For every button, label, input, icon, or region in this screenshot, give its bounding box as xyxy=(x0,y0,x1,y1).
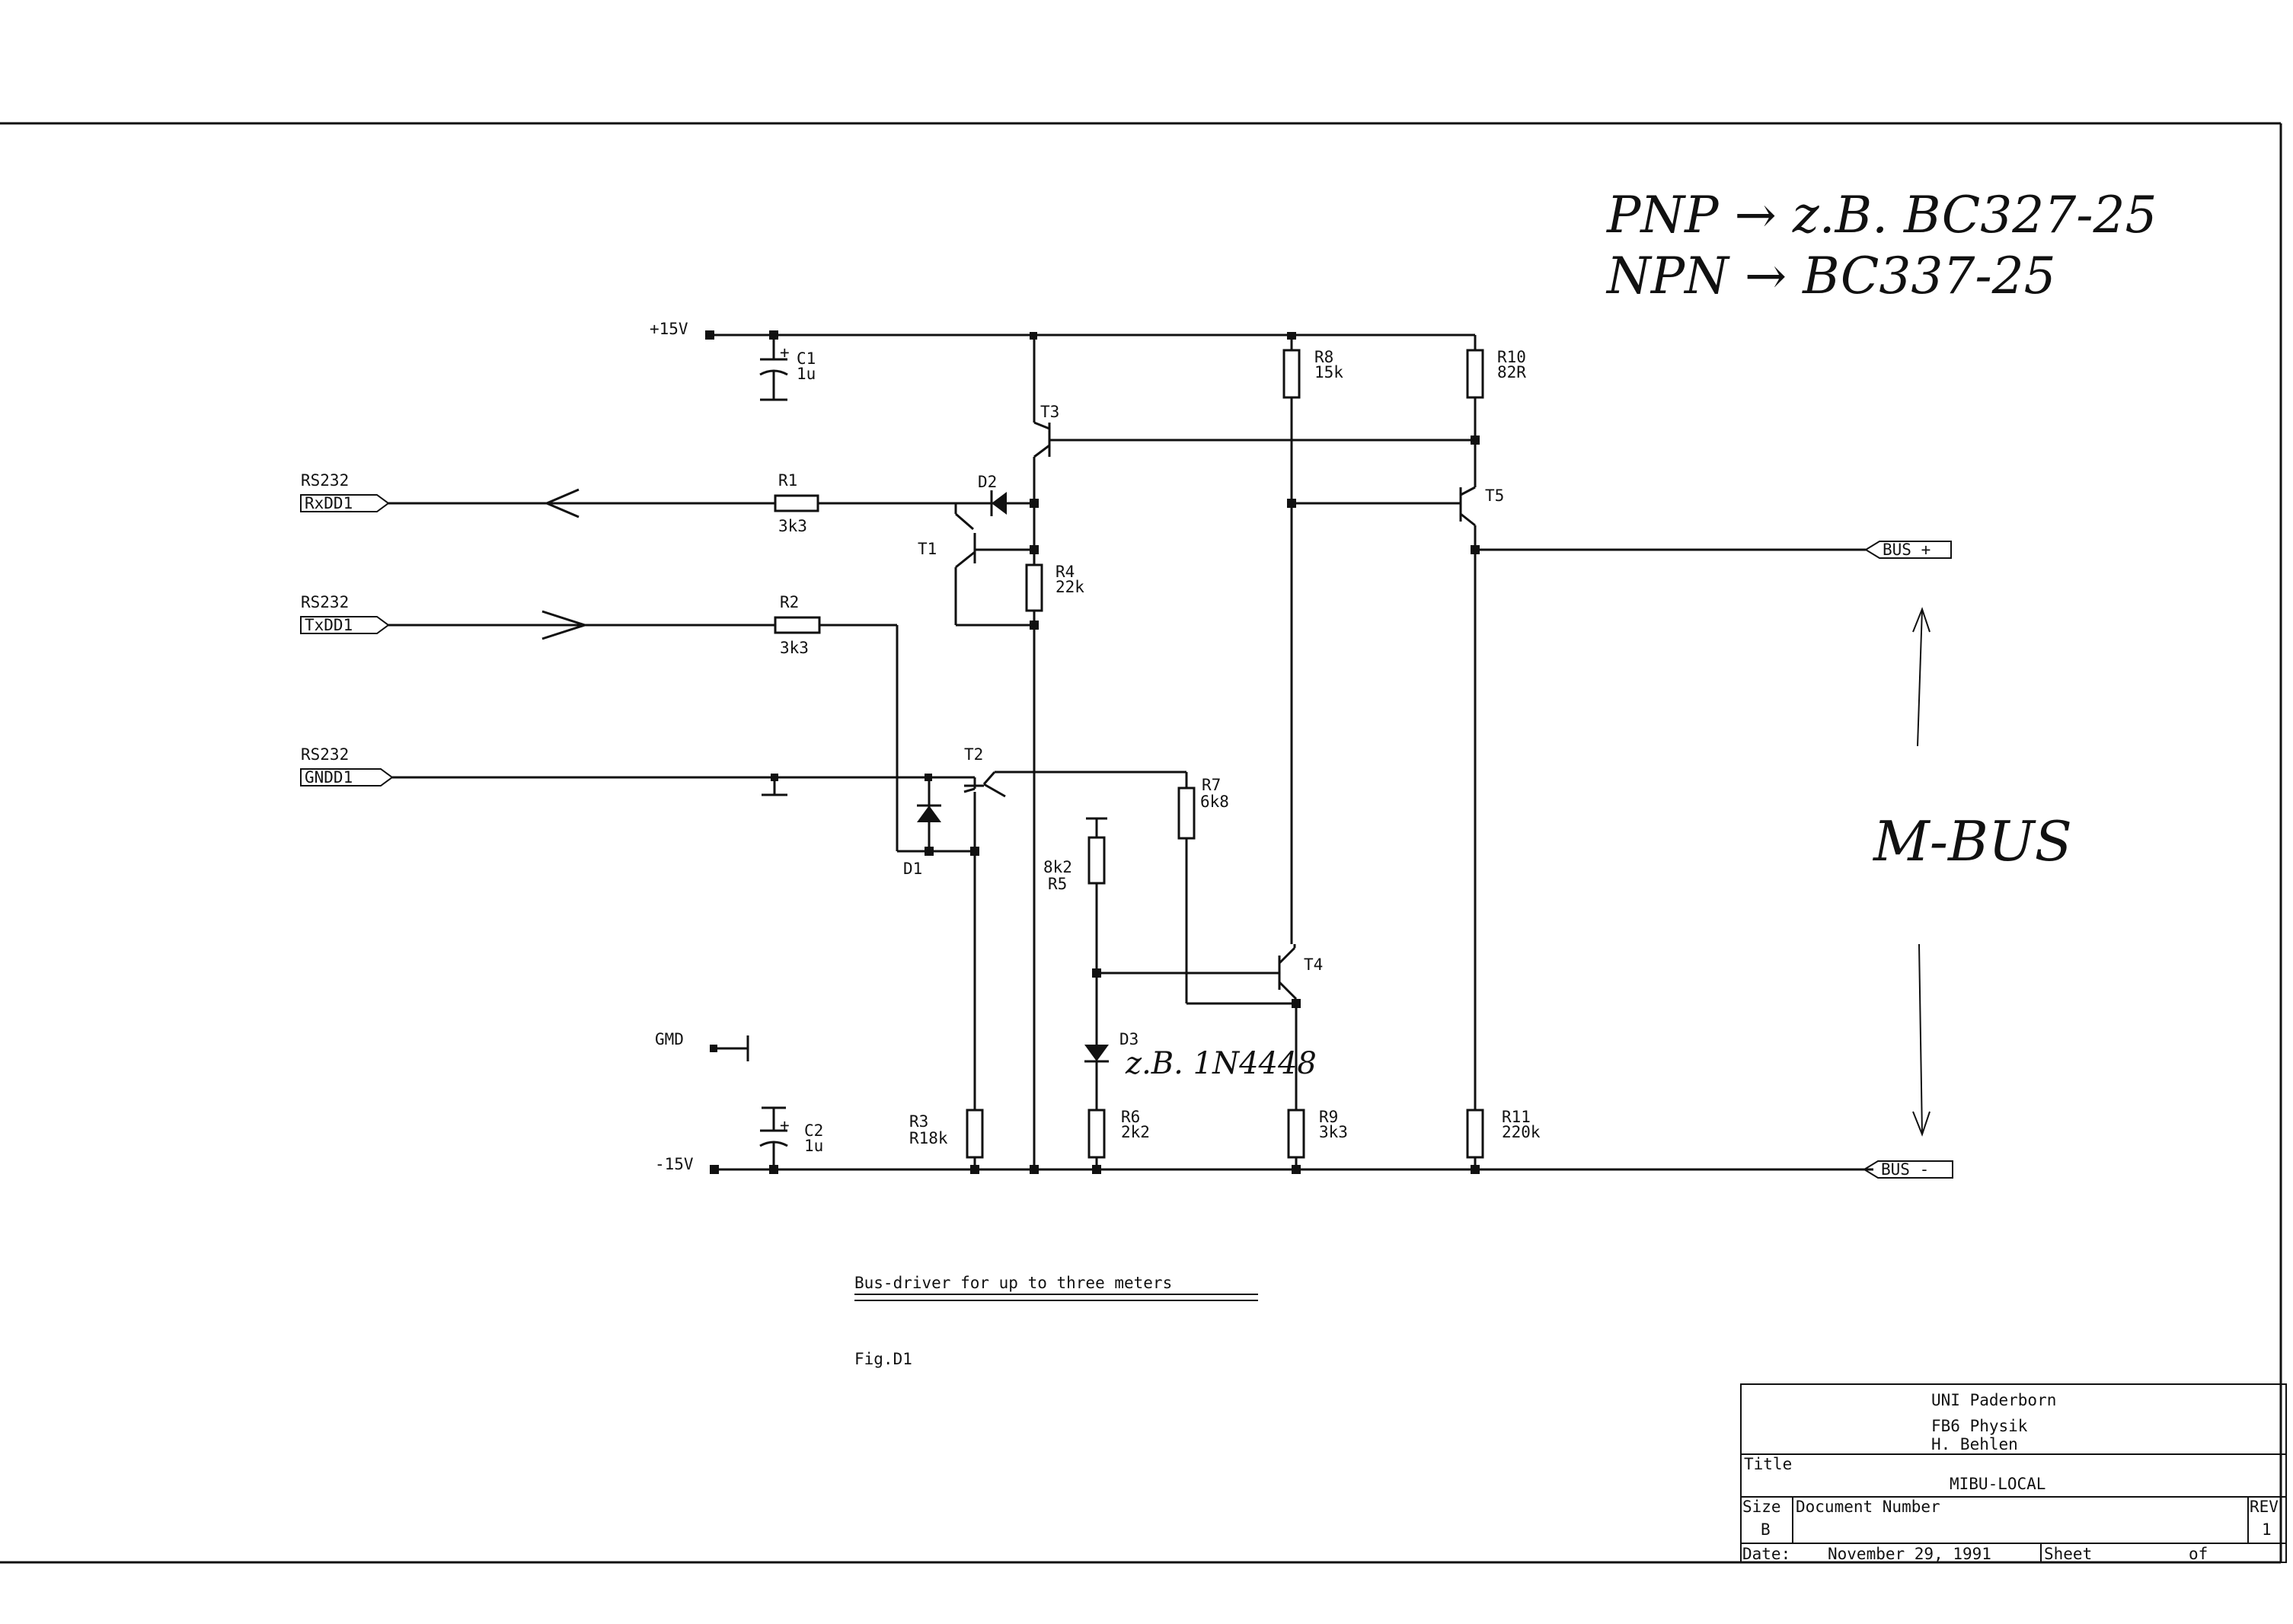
resistor-r6: R6 2k2 xyxy=(1087,1108,1150,1174)
tb-of-label: of xyxy=(2189,1545,2208,1563)
c2-value: 1u xyxy=(804,1137,823,1155)
r1-value: 3k3 xyxy=(778,517,807,535)
caption-fig: Fig.D1 xyxy=(854,1350,912,1368)
tb-docnum-label: Document Number xyxy=(1796,1498,1940,1516)
r7-value: 6k8 xyxy=(1200,793,1229,811)
handwritten-notes: PNP → z.B. BC327-25 NPN → BC337-25 M-BUS… xyxy=(1125,186,2157,1137)
r11-ref: R11 xyxy=(1502,1108,1531,1126)
r6-value: 2k2 xyxy=(1121,1123,1150,1141)
figure-caption: Bus-driver for up to three meters Fig.D1 xyxy=(854,1274,1258,1368)
transistor-t5: T5 xyxy=(1459,486,1504,1110)
d2-label: D2 xyxy=(978,473,997,491)
svg-text:+: + xyxy=(780,1116,790,1134)
c1-value: 1u xyxy=(797,365,816,383)
npn-note: NPN → BC337-25 xyxy=(1605,247,2056,305)
caption-title: Bus-driver for up to three meters xyxy=(854,1274,1172,1292)
tb-title-label: Title xyxy=(1744,1455,1792,1473)
r5-value: 8k2 xyxy=(1043,858,1072,876)
mbus-note: M-BUS xyxy=(1872,809,2072,873)
tb-author: H. Behlen xyxy=(1931,1435,2018,1453)
tb-sheet-label: Sheet xyxy=(2044,1545,2092,1563)
r9-ref: R9 xyxy=(1319,1108,1338,1126)
capacitor-c2: + C2 1u xyxy=(759,1106,823,1174)
t5-label: T5 xyxy=(1485,487,1504,505)
port-txd-name: TxDD1 xyxy=(305,616,353,634)
r5-ref: R5 xyxy=(1048,875,1067,893)
diode-d3: D3 xyxy=(1084,1030,1139,1110)
title-block: UNI Paderborn FB6 Physik H. Behlen Title… xyxy=(1740,1383,2287,1563)
port-rxd-group: RS232 xyxy=(301,471,349,490)
rail-plus15v: +15V xyxy=(650,320,1475,340)
diode-d1: D1 xyxy=(903,777,941,878)
resistor-r8: R8 15k xyxy=(1282,332,1461,944)
t1-label: T1 xyxy=(918,540,937,558)
resistor-r9: R9 3k3 xyxy=(1287,1108,1348,1174)
resistor-r4: R4 22k xyxy=(1025,563,1084,612)
port-txd-group: RS232 xyxy=(301,593,349,611)
r7-ref: R7 xyxy=(1202,776,1221,794)
tb-size: B xyxy=(1761,1520,1771,1539)
tb-size-label: Size xyxy=(1742,1498,1781,1516)
rail-plus15v-label: +15V xyxy=(650,320,688,338)
r3-ref: R3 xyxy=(909,1112,928,1131)
port-gnd-name: GNDD1 xyxy=(305,768,353,786)
r8-ref: R8 xyxy=(1314,348,1333,366)
port-gnd-group: RS232 xyxy=(301,745,349,764)
resistor-r3: R3 R18k xyxy=(909,1109,1039,1174)
resistor-r1: R1 3k3 xyxy=(774,471,988,535)
r2-ref: R2 xyxy=(780,593,799,611)
gmd-label: GMD xyxy=(655,1030,684,1048)
transistor-t1: T1 xyxy=(918,503,1039,630)
r11-value: 220k xyxy=(1502,1123,1541,1141)
gmd-symbol: GMD xyxy=(655,1030,749,1061)
transistor-t2: T2 xyxy=(963,745,1186,1119)
pnp-note: PNP → z.B. BC327-25 xyxy=(1606,186,2157,244)
r9-value: 3k3 xyxy=(1319,1123,1348,1141)
r4-value: 22k xyxy=(1055,578,1084,596)
tb-date: November 29, 1991 xyxy=(1828,1545,1991,1563)
r8-value: 15k xyxy=(1314,363,1343,381)
resistor-r7: R7 6k8 xyxy=(1177,772,1296,1005)
rail-minus15v: -15V xyxy=(655,1155,1873,1174)
tb-rev-label: REV xyxy=(2250,1498,2279,1516)
r3-value: R18k xyxy=(909,1129,948,1147)
tb-rev: 1 xyxy=(2262,1520,2272,1539)
d1-label: D1 xyxy=(903,860,922,878)
resistor-r10: R10 82R xyxy=(1466,335,1526,487)
diode-d2: D2 xyxy=(978,473,1034,516)
t4-label: T4 xyxy=(1304,956,1323,974)
tb-date-label: Date: xyxy=(1742,1545,1790,1563)
c2-ref: C2 xyxy=(804,1121,823,1140)
d3-label: D3 xyxy=(1119,1030,1139,1048)
c1-ref: C1 xyxy=(797,349,816,368)
port-bus-minus-label: BUS - xyxy=(1881,1160,1929,1179)
tb-title: MIBU-LOCAL xyxy=(1950,1475,2045,1493)
r1-ref: R1 xyxy=(778,471,797,490)
port-rxd-name: RxDD1 xyxy=(305,494,353,512)
r10-ref: R10 xyxy=(1497,348,1526,366)
capacitor-c1: + C1 1u xyxy=(759,330,816,401)
svg-text:+: + xyxy=(780,343,790,362)
d3-note: z.B. 1N4448 xyxy=(1125,1046,1317,1081)
resistor-r5: 8k2 R5 xyxy=(1043,817,1279,1045)
r4-ref: R4 xyxy=(1055,563,1075,581)
resistor-r11: R11 220k xyxy=(1466,1108,1541,1174)
t2-label: T2 xyxy=(964,745,983,764)
rail-minus15v-label: -15V xyxy=(655,1155,694,1173)
port-bus-plus-label: BUS + xyxy=(1883,541,1931,559)
tb-org1: UNI Paderborn xyxy=(1931,1391,2056,1409)
port-bus-plus: BUS + xyxy=(1477,541,1952,559)
r2-value: 3k3 xyxy=(780,639,809,657)
port-bus-minus: BUS - xyxy=(1863,1160,1953,1179)
port-rxd: RS232 RxDD1 xyxy=(300,471,778,518)
transistor-t4: T4 xyxy=(1278,944,1323,1110)
port-gnd: RS232 GNDD1 xyxy=(300,745,975,796)
r6-ref: R6 xyxy=(1121,1108,1140,1126)
t3-label: T3 xyxy=(1040,403,1059,421)
port-txd: RS232 TxDD1 xyxy=(300,593,975,853)
resistor-r2: R2 3k3 xyxy=(774,593,821,657)
tb-org2: FB6 Physik xyxy=(1931,1417,2028,1435)
r10-value: 82R xyxy=(1497,363,1526,381)
